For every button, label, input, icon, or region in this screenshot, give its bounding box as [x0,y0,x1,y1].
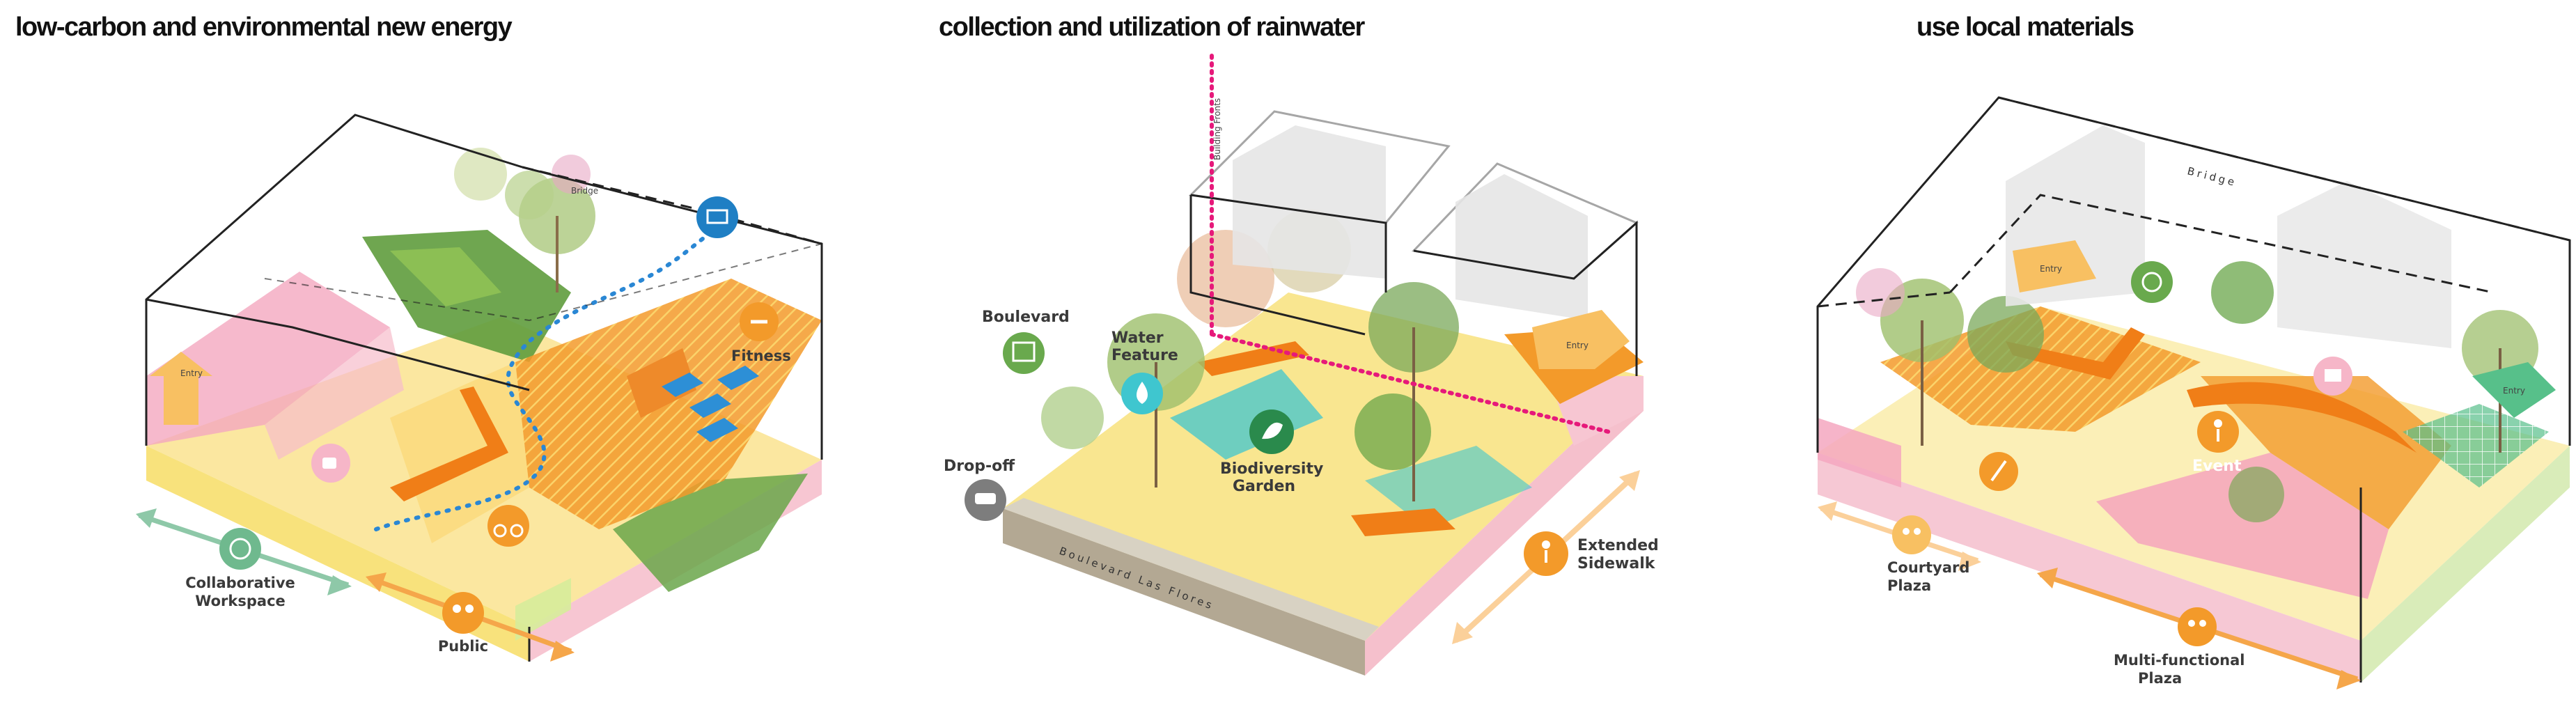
panel-title-energy: low-carbon and environmental new energy [15,13,513,42]
entry-label-p1: Entry [180,368,203,378]
amphitheater-icon [2313,357,2352,396]
entry-arrow [150,352,212,425]
bio-label-line2: Garden [1233,478,1295,495]
boulevard-label: Boulevard [982,309,1070,326]
fitness-label: Fitness [731,348,791,364]
multi-label-line1: Multi-functional [2114,652,2245,669]
orange-path [390,387,508,501]
water-label-line1: Water [1111,329,1164,347]
entry-arrow-p3b [2472,362,2556,418]
trees-p3 [1856,261,2538,522]
panel-rainwater: Boulevard Las Flores [944,54,1659,676]
courtyard-label-line2: Plaza [1887,577,1931,594]
courtyard-label-line1: Courtyard [1887,559,1969,576]
entry-arrow-p3a [2013,240,2096,292]
panel-materials: Bridge Entry Entry Amphitheater Event [1816,96,2571,689]
building-left [1188,110,1451,336]
sidewalk-label-line1: Extended [1577,537,1659,554]
multi-label-line2: Plaza [2138,670,2182,687]
fitness-icon [740,302,779,341]
public-label: Public [438,638,488,655]
collab-label-line2: Workspace [195,593,286,609]
dropoff-label: Drop-off [944,458,1015,475]
base-front-p3 [1818,453,2361,682]
collaboration-icon [219,528,261,570]
solar-panel-icon [696,196,738,238]
trees-p1 [454,148,595,292]
green-grid-zone [2403,404,2549,488]
bridge-label-p3: Bridge [2186,164,2238,189]
boulevard-icon [1003,332,1045,374]
entry-label-p3a: Entry [2040,264,2062,274]
building-fronts-label: Building Fronts [1212,98,1222,160]
people-icon-p3 [1892,515,1931,554]
entry-arrow-p2 [1532,310,1630,369]
entry-label-p3b: Entry [2503,386,2525,396]
event-icon [2197,411,2239,453]
orange-zone-p3 [1880,306,2201,432]
sidewalk-label-line2: Sidewalk [1577,555,1656,572]
amphitheater-label: Amphitheater [2284,338,2403,356]
walk-icon [1979,452,2018,491]
bike-route [374,221,726,531]
multi-plaza-zone [2096,453,2389,599]
water-feature-area [1170,369,1323,460]
water-label-line2: Feature [1111,347,1178,364]
solar-panels [662,366,759,442]
base-slab-front [146,446,529,662]
panel-title-rainwater: collection and utilization of rainwater [939,13,1365,42]
leaf-icon [1249,410,1294,454]
car-icon [965,479,1006,521]
street-face [1003,508,1365,676]
people-icon-p3b [2178,607,2217,646]
people-icon [442,592,484,634]
recycle-icon [2131,261,2173,303]
entry-label-p2: Entry [1566,341,1588,350]
collab-label-line1: Collaborative [185,575,295,591]
building-fronts-line [1210,54,1611,434]
bridge-label-p1: Bridge [571,186,598,196]
building-right [1411,162,1639,376]
pink-wall [146,272,390,446]
bio-label-line1: Biodiversity [1220,460,1323,478]
water-drop-icon [1121,373,1163,414]
pedestrian-icon [1524,531,1568,576]
event-label: Event [2192,458,2242,475]
amphitheater-steps [2187,382,2417,453]
bicycle-icon [487,505,529,547]
cafe-icon [311,444,350,483]
panel-energy: Entry Bridge Fitness [136,114,823,662]
panel-title-materials: use local materials [1917,13,2134,42]
